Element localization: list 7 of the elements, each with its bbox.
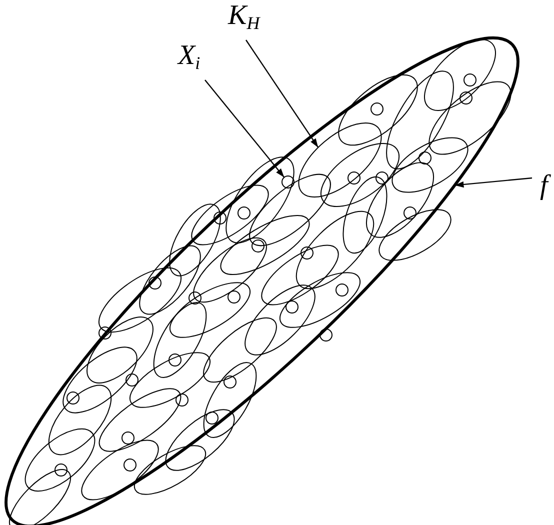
- point-circle: [282, 176, 294, 188]
- ellipse: [298, 122, 382, 198]
- leader-arrow: [454, 177, 532, 188]
- leader-arrow: [204, 80, 285, 178]
- math-label: K$_{H}$: [228, 2, 260, 32]
- leader-arrow: [246, 40, 319, 148]
- math-label: X$_{i}$: [178, 42, 200, 72]
